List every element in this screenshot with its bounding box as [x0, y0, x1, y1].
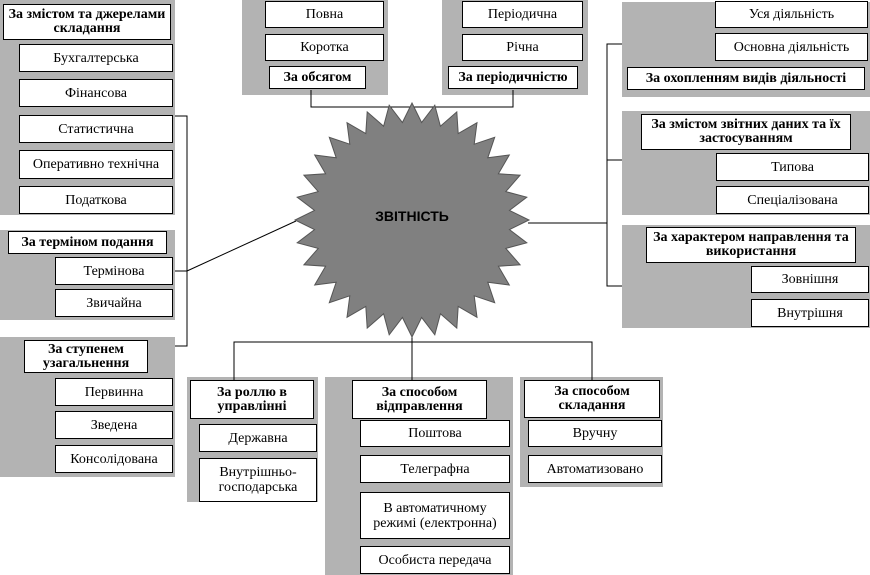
item-derzhavna: Державна — [199, 424, 317, 452]
item-telehrafna: Телеграфна — [360, 455, 510, 483]
item-korotka: Коротка — [265, 34, 384, 61]
group-title-sending-method: За способом відправлення — [352, 380, 487, 419]
item-typova: Типова — [716, 153, 869, 181]
connector-left-bracket — [175, 115, 188, 347]
item-elektronna: В автоматичному режимі (електронна) — [360, 492, 510, 539]
item-periodychna: Періодична — [462, 1, 583, 28]
item-richna: Річна — [462, 34, 583, 61]
item-poshtova: Поштова — [360, 420, 510, 447]
group-title-periodicity: За періодичністю — [448, 66, 578, 89]
group-title-content-sources: За змістом та джерелами складання — [3, 4, 171, 40]
center-title: ЗВІТНІСТЬ — [375, 208, 449, 224]
item-operatyvno-tekhnichna: Оперативно технічна — [19, 150, 173, 179]
item-vnutrishnia: Внутрішня — [751, 299, 869, 327]
item-usia-diialnist: Уся діяльність — [715, 1, 868, 28]
group-title-volume: За обсягом — [269, 66, 366, 89]
group-title-activity-coverage: За охопленням видів діяльності — [627, 67, 865, 90]
group-title-generalization: За ступенем узагальнення — [24, 340, 148, 373]
item-zvedena: Зведена — [55, 411, 173, 439]
group-title-submission-term: За терміном подання — [8, 231, 167, 254]
item-buhgalterska: Бухгалтерська — [19, 44, 173, 72]
item-pervynna: Первинна — [55, 378, 173, 406]
connector-bottom — [233, 341, 593, 380]
group-title-report-data: За змістом звітних даних та їх застосува… — [641, 114, 851, 150]
group-title-usage: За характером направлення та використанн… — [646, 227, 856, 263]
center-star — [293, 101, 531, 339]
group-title-compilation-method: За способом складання — [524, 380, 660, 418]
item-konsolidovana: Консолідована — [55, 445, 173, 473]
item-vruchnu: Вручну — [528, 420, 662, 447]
item-avtomatyzovano: Автоматизовано — [528, 455, 662, 483]
item-vnutrishno-hospodarska: Внутрішньо-господарська — [199, 458, 317, 502]
item-osobysta-peredacha: Особиста передача — [360, 546, 510, 574]
connector-right-bracket — [606, 43, 622, 287]
item-povna: Повна — [265, 1, 384, 28]
connector-left-stem — [186, 220, 297, 272]
item-zovnishnia: Зовнішня — [751, 266, 869, 293]
item-osnovna-diialnist: Основна діяльність — [715, 33, 868, 61]
item-finansova: Фінансова — [19, 79, 173, 107]
item-zvychaina: Звичайна — [55, 289, 173, 317]
item-podatkova: Податкова — [19, 186, 173, 214]
item-terminova: Термінова — [55, 257, 173, 285]
item-statystychna: Статистична — [19, 115, 173, 143]
group-title-management-role: За роллю в управлінні — [190, 380, 314, 419]
item-spetsializovana: Спеціалізована — [716, 186, 869, 214]
